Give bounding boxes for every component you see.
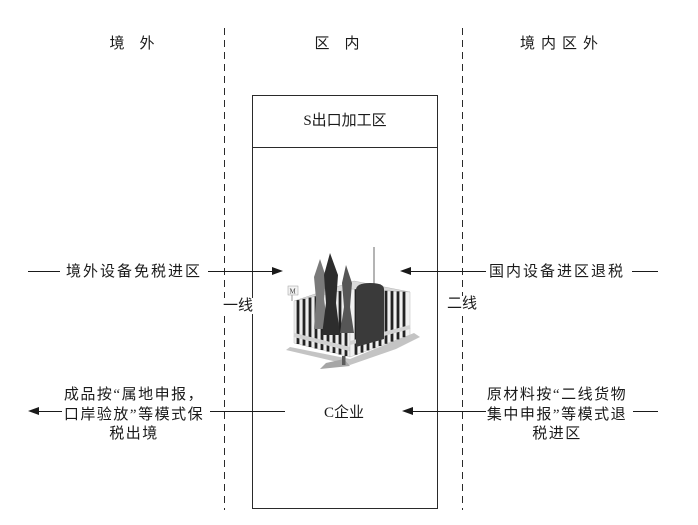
building-illustration: M [286, 247, 420, 369]
flow-label-line: 集中申报”等模式退 [486, 406, 628, 423]
flow-line-mid-right-outer [632, 271, 658, 272]
zone-box-title: S出口加工区 [303, 113, 387, 129]
ground-platform [286, 333, 420, 365]
zone-label-outside: 境 外 [109, 36, 155, 52]
flow-label-line: 税出境 [109, 426, 159, 442]
tower [356, 283, 384, 347]
zone-label-inside-zone: 区 内 [314, 36, 360, 52]
flow-line-mid-left-inner [208, 271, 274, 272]
arrowhead-left-icon [400, 267, 411, 275]
arrowhead-left-materials-icon [402, 407, 413, 415]
first-line-boundary-dashed [224, 28, 225, 510]
flow-line-mid-right-inner [409, 271, 486, 272]
flow-label-line: 成品按“属地申报， [63, 387, 205, 403]
flow-line-bottom-right-outer [633, 411, 658, 412]
flow-line-bottom-right-inner [411, 411, 486, 412]
flow-label-mid-left: 境外设备免税进区 [65, 264, 202, 280]
flow-label-line: 原材料按“二线货物 [486, 387, 628, 403]
sign-icon [287, 285, 299, 296]
zone-label-domestic-outside-zone: 境内区外 [519, 36, 604, 52]
figure-icon [342, 356, 346, 365]
arrowhead-left-exit-icon [28, 407, 39, 415]
enterprise-label: C企业 [323, 405, 364, 421]
flow-label-bottom-right: 原材料按“二线货物 集中申报”等模式退 税进区 [472, 386, 642, 445]
flow-line-bottom-left-inner [210, 411, 285, 412]
second-line-boundary-dashed [462, 28, 463, 510]
tree-icon-medium [340, 265, 354, 333]
flow-label-line: 口岸验放”等模式保 [63, 406, 205, 423]
zone-box-header-divider [253, 147, 437, 148]
arrowhead-right-icon [272, 267, 283, 275]
svg-text:M: M [290, 288, 297, 296]
flow-label-bottom-left: 成品按“属地申报， 口岸验放”等模式保 税出境 [49, 386, 219, 445]
flow-label-mid-right: 国内设备进区退税 [488, 264, 625, 280]
flow-label-line: 税进区 [532, 426, 582, 442]
gate-label-first-line: 一线 [221, 298, 255, 314]
tree-icon-dark [322, 253, 340, 335]
flow-line-mid-left-outer [28, 271, 60, 272]
flow-line-bottom-left-outer [37, 411, 62, 412]
gate-label-second-line: 二线 [445, 296, 479, 312]
